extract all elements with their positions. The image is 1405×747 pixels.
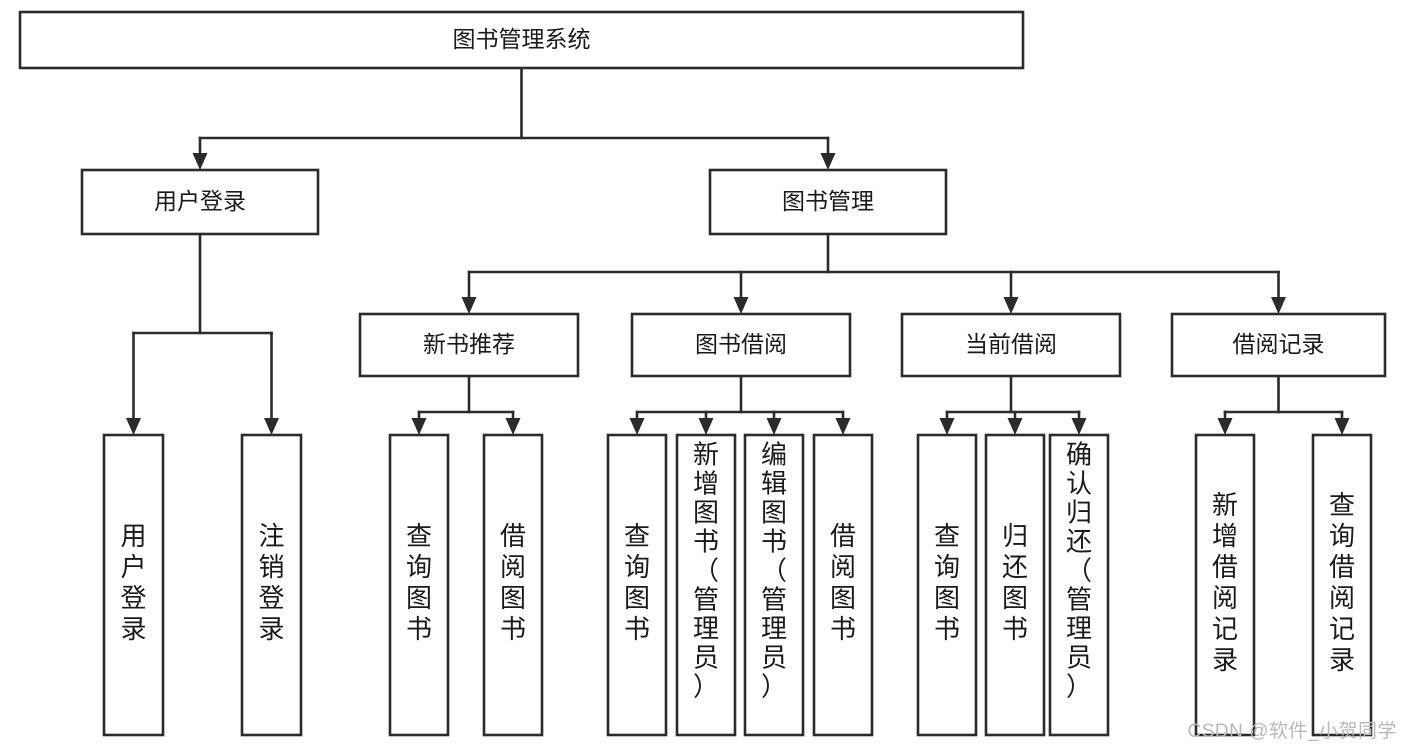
arrow-head-icon — [1217, 418, 1233, 435]
node-box[interactable] — [743, 433, 805, 737]
node-label: 借阅图书 — [830, 521, 856, 644]
node-box[interactable] — [630, 312, 852, 378]
node-label: 图书借阅 — [695, 331, 787, 357]
edge-group-current_borrow — [939, 374, 1087, 435]
node-box[interactable] — [240, 433, 303, 737]
node-label: 查询图书 — [406, 521, 432, 644]
edge-group-borrow_record — [1217, 374, 1350, 435]
node-label: 查询图书 — [934, 521, 960, 644]
arrow-head-icon — [505, 418, 521, 435]
node-f_query_book_2[interactable]: 查询图书 — [606, 433, 668, 737]
node-label: 编辑图书（管理员） — [761, 439, 787, 701]
node-box[interactable] — [388, 433, 450, 737]
node-f_query_record[interactable]: 查询借阅记录 — [1311, 433, 1373, 737]
node-f_user_login[interactable]: 用户登录 — [102, 433, 165, 737]
arrow-head-icon — [1007, 418, 1023, 435]
node-label: 注销登录 — [258, 521, 284, 644]
arrow-head-icon — [820, 153, 836, 170]
node-box[interactable] — [708, 168, 948, 236]
node-label: 用户登录 — [120, 521, 146, 644]
node-box[interactable] — [916, 433, 978, 737]
arrow-head-icon — [411, 418, 427, 435]
node-f_return_book[interactable]: 归还图书 — [984, 433, 1046, 737]
node-label: 图书管理 — [782, 188, 874, 214]
node-f_add_record[interactable]: 新增借阅记录 — [1194, 433, 1256, 737]
node-label: 归还图书 — [1002, 521, 1028, 644]
node-f_borrow_book_1[interactable]: 借阅图书 — [482, 433, 544, 737]
node-borrow_record[interactable]: 借阅记录 — [1170, 312, 1387, 378]
node-f_confirm_return[interactable]: 确认归还（管理员） — [1048, 433, 1110, 737]
node-f_borrow_book_2[interactable]: 借阅图书 — [812, 433, 874, 737]
node-label: 新增图书（管理员） — [693, 439, 719, 701]
nodes-layer: 图书管理系统用户登录图书管理新书推荐图书借阅当前借阅借阅记录用户登录注销登录查询… — [18, 10, 1387, 737]
edge-group-root — [192, 66, 836, 170]
arrow-head-icon — [1334, 418, 1350, 435]
arrow-head-icon — [264, 418, 279, 435]
arrow-head-icon — [939, 418, 955, 435]
watermark-text: CSDN @软件_小贺同学 — [1187, 721, 1397, 742]
node-label: 新增借阅记录 — [1212, 490, 1238, 675]
edges-layer — [126, 66, 1350, 435]
node-box[interactable] — [675, 433, 737, 737]
node-label: 借阅图书 — [500, 521, 526, 644]
node-label: 图书管理系统 — [453, 26, 591, 52]
arrow-head-icon — [766, 418, 782, 435]
node-box[interactable] — [1311, 433, 1373, 737]
arrow-head-icon — [835, 418, 851, 435]
node-book_borrow[interactable]: 图书借阅 — [630, 312, 852, 378]
node-box[interactable] — [358, 312, 580, 378]
node-current_borrow[interactable]: 当前借阅 — [900, 312, 1122, 378]
node-label: 新书推荐 — [423, 331, 515, 357]
node-box[interactable] — [1194, 433, 1256, 737]
node-box[interactable] — [812, 433, 874, 737]
node-f_query_book_3[interactable]: 查询图书 — [916, 433, 978, 737]
node-label: 查询借阅记录 — [1329, 490, 1355, 675]
edge-group-book_mgmt — [461, 232, 1286, 314]
arrow-head-icon — [461, 297, 477, 314]
arrow-head-icon — [1003, 297, 1019, 314]
node-f_edit_book[interactable]: 编辑图书（管理员） — [743, 433, 805, 737]
node-box[interactable] — [482, 433, 544, 737]
node-label: 查询图书 — [624, 521, 650, 644]
node-label: 借阅记录 — [1233, 331, 1325, 357]
edge-group-new_book_rec — [411, 374, 521, 435]
node-label: 当前借阅 — [965, 331, 1057, 357]
arrow-head-icon — [192, 153, 208, 170]
arrow-head-icon — [733, 297, 749, 314]
arrow-head-icon — [629, 418, 645, 435]
node-box[interactable] — [102, 433, 165, 737]
node-f_logout[interactable]: 注销登录 — [240, 433, 303, 737]
node-box[interactable] — [984, 433, 1046, 737]
arrow-head-icon — [698, 418, 714, 435]
arrow-head-icon — [1271, 297, 1286, 314]
arrow-head-icon — [126, 418, 141, 435]
edge-group-book_borrow — [629, 374, 851, 435]
node-box[interactable] — [1170, 312, 1387, 378]
node-box[interactable] — [18, 10, 1025, 70]
node-box[interactable] — [606, 433, 668, 737]
node-box[interactable] — [900, 312, 1122, 378]
node-root[interactable]: 图书管理系统 — [18, 10, 1025, 70]
node-f_query_book_1[interactable]: 查询图书 — [388, 433, 450, 737]
node-book_mgmt[interactable]: 图书管理 — [708, 168, 948, 236]
node-f_add_book[interactable]: 新增图书（管理员） — [675, 433, 737, 737]
node-label: 用户登录 — [154, 188, 246, 214]
node-box[interactable] — [80, 168, 320, 236]
node-label: 确认归还（管理员） — [1066, 439, 1092, 701]
arrow-head-icon — [1071, 418, 1087, 435]
node-user_login[interactable]: 用户登录 — [80, 168, 320, 236]
node-new_book_rec[interactable]: 新书推荐 — [358, 312, 580, 378]
node-box[interactable] — [1048, 433, 1110, 737]
edge-group-user_login — [126, 232, 279, 435]
